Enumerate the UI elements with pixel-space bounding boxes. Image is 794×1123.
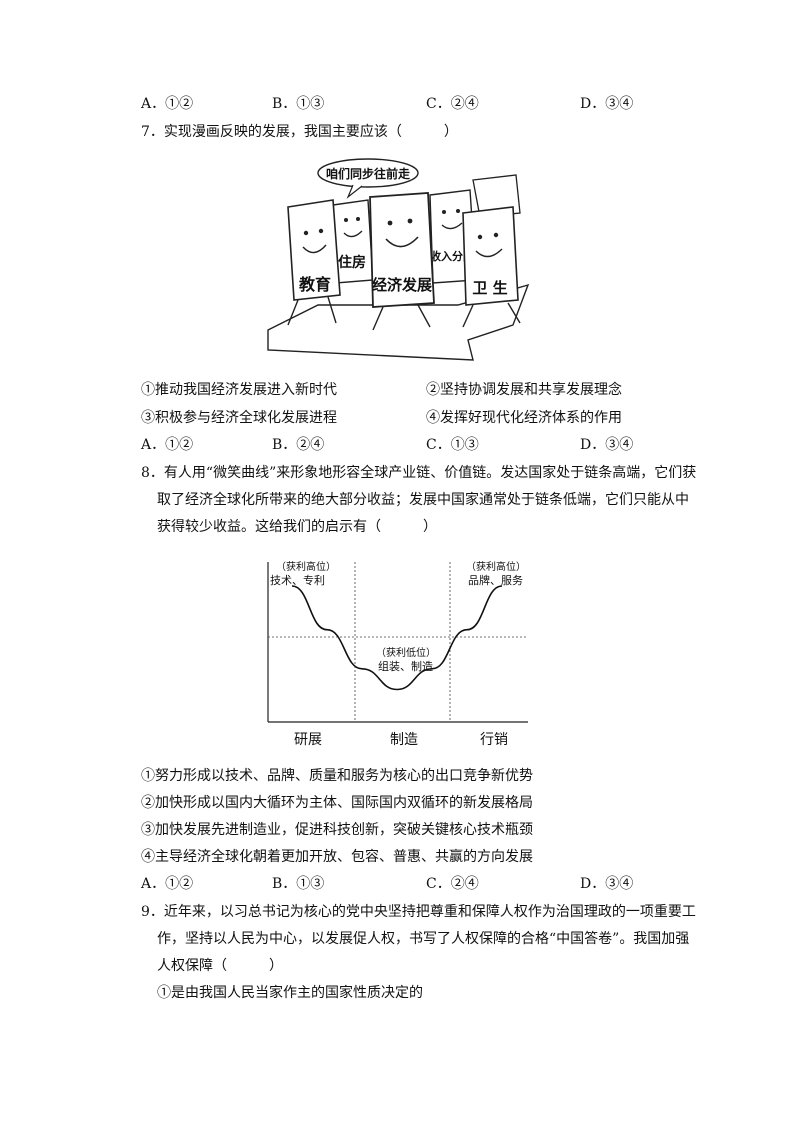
x-tick-label-3: 行销 <box>480 732 508 748</box>
q7-option-b: B．②④ <box>272 437 325 453</box>
q8-stem-line-2: 取了经济全球化所带来的绝大部分收益；发展中国家通常处于链条低端，它们只能从中 <box>157 492 689 508</box>
series-line <box>291 585 503 691</box>
q7-option-a: A．①② <box>141 437 194 453</box>
q8-statement-2: ②加快形成以国内大循环为主体、国际国内双循环的新发展格局 <box>141 795 533 811</box>
q9-stem-line-3: 人权保障（ ） <box>157 958 283 974</box>
q8-statement-1: ①努力形成以技术、品牌、质量和服务为核心的出口竞争新优势 <box>141 768 533 784</box>
q8-stem-line-3: 获得较少收益。这给我们的启示有（ ） <box>157 519 437 535</box>
q6-option-d: D．③④ <box>580 96 634 112</box>
q7-statement-4: ④发挥好现代化经济体系的作用 <box>426 410 622 426</box>
q8-stem-line-1: 8．有人用“微笑曲线”来形象地形容全球产业链、价值链。发达国家处于链条高端，它们… <box>141 465 697 481</box>
annotation-label-2: （获利低位） <box>376 646 436 659</box>
speech-text: 咱们同步往前走 <box>326 166 410 181</box>
svg-text:住房: 住房 <box>338 254 366 271</box>
x-tick-label-2: 制造 <box>390 732 418 748</box>
q6-option-a: A．①② <box>141 96 194 112</box>
q7-option-c: C．①③ <box>426 437 479 453</box>
q8-option-c: C．②④ <box>426 876 479 892</box>
svg-text:经济发展: 经济发展 <box>372 276 432 294</box>
q8-option-d: D．③④ <box>580 876 634 892</box>
q6-option-c: C．②④ <box>426 96 479 112</box>
svg-text:教育: 教育 <box>299 275 331 294</box>
q9-stem-line-1: 9．近年来，以习总书记为核心的党中央坚持把尊重和保障人权作为治国理政的一项重要工 <box>141 904 696 920</box>
annotation-text-2: 组装、制造 <box>378 659 433 673</box>
svg-text:收入分配: 收入分配 <box>430 249 474 263</box>
q8-statement-3: ③加快发展先进制造业，促进科技创新，突破关键核心技术瓶颈 <box>141 822 533 838</box>
annotation-label-3: （获利高位） <box>466 560 526 573</box>
q9-statement-1: ①是由我国人民当家作主的国家性质决定的 <box>157 985 423 1001</box>
speech-bubble: 咱们同步往前走 <box>317 158 419 199</box>
q7-statement-3: ③积极参与经济全球化发展进程 <box>141 410 337 426</box>
smile-curve-chart: （获利高位） 技术、专利 （获利低位） 组装、制造 （获利高位） 品牌、服务 研… <box>267 560 528 748</box>
q8-statement-4: ④主导经济全球化朝着更加开放、包容、普惠、共赢的方向发展 <box>141 849 533 865</box>
figure-health: 卫 生 <box>462 206 521 328</box>
annotation-text-3: 品牌、服务 <box>468 573 523 587</box>
svg-text:卫 生: 卫 生 <box>472 279 507 297</box>
q7-statement-2: ②坚持协调发展和共享发展理念 <box>426 382 622 398</box>
figure-education: 教育 <box>287 199 341 326</box>
q7-statement-1: ①推动我国经济发展进入新时代 <box>141 382 337 398</box>
annotation-label-1: （获利高位） <box>276 560 336 573</box>
q6-option-b: B．①③ <box>272 96 325 112</box>
q7-option-d: D．③④ <box>580 437 634 453</box>
q7-cartoon: 咱们同步往前走 住房 收入分配 教育 经济发展 卫 生 <box>267 158 530 361</box>
x-tick-label-1: 研展 <box>294 732 322 748</box>
q8-option-b: B．①③ <box>272 876 325 892</box>
annotation-text-1: 技术、专利 <box>270 573 325 587</box>
q7-stem: 7．实现漫画反映的发展，我国主要应该（ ） <box>141 124 458 140</box>
figure-economy: 经济发展 <box>369 192 435 331</box>
q9-stem-line-2: 作，坚持以人民为中心，以发展促人权，书写了人权保障的合格“中国答卷”。我国加强 <box>157 931 690 947</box>
q8-option-a: A．①② <box>141 876 194 892</box>
